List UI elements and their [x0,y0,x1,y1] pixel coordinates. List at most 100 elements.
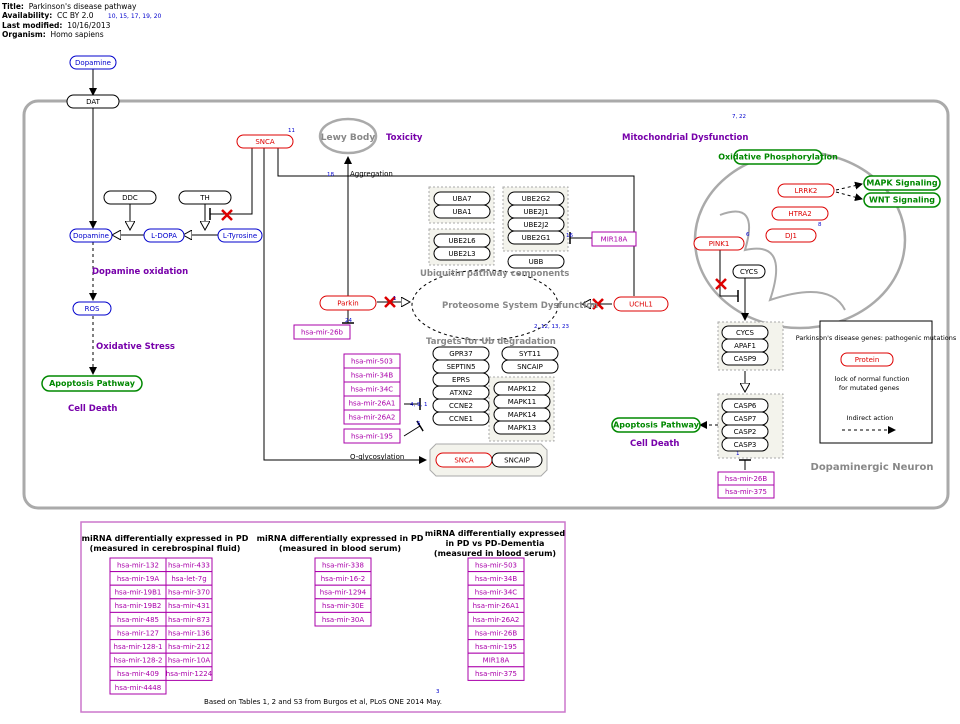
mir18a-node[interactable]: MIR18A [591,231,637,247]
dat-node-shape[interactable] [66,94,120,109]
pink1-node[interactable]: PINK1 [693,236,745,251]
mir-casp-node[interactable]: hsa-mir-26B [717,471,775,486]
target-right-top-node[interactable]: SYT11 [501,346,559,361]
mirna-dementia-node[interactable]: hsa-mir-503 [467,557,525,573]
mirna-dementia-node[interactable]: hsa-mir-26B [467,625,525,641]
ub-group3-node[interactable]: UBE2L6 [433,233,491,248]
mir-195-node[interactable]: hsa-mir-195 [343,428,401,444]
mirna-box-ref[interactable]: 3 [436,689,440,695]
ref-8[interactable]: 8 [818,222,822,228]
uchl1-node[interactable]: UCHL1 [613,296,669,312]
mirna-target-node[interactable]: hsa-mir-34B [343,367,401,383]
dopamine-inside-node[interactable]: Dopamine [69,228,113,243]
ros-node-shape[interactable] [72,301,112,316]
target-left-node[interactable]: EPRS [432,372,490,387]
target-left-node[interactable]: CCNE2 [432,398,490,413]
ltyrosine-node-shape[interactable] [217,228,263,243]
target-right-top-node[interactable]: SNCAIP [501,359,559,374]
mir-26b-parkin-node[interactable]: hsa-mir-26b [293,324,351,340]
ub-group2-node[interactable]: UBE2G2 [507,191,565,206]
sncaip-complex-node[interactable]: SNCAIP [491,452,543,468]
mirna-csf-node[interactable]: hsa-mir-212 [165,639,213,654]
ub-group2-node-shape[interactable] [507,230,565,245]
mir-casp-node-shape[interactable] [717,484,775,499]
oxphos-pathway-node[interactable]: Oxidative Phosphorylation [718,149,838,165]
mirna-csf-node[interactable]: hsa-mir-19A [109,571,167,586]
apoptosis-left-pathway-node[interactable]: Apoptosis Pathway [41,375,143,392]
th-node-shape[interactable] [178,190,232,205]
mir-195-node-shape[interactable] [343,428,401,444]
apaf-group-node[interactable]: CYCS [721,325,769,340]
casp-group-node[interactable]: CASP6 [721,398,769,413]
lrrk2-node[interactable]: LRRK2 [777,183,835,198]
ref-18[interactable]: 18 [327,172,334,178]
ub-group1-node[interactable]: UBA1 [433,204,491,219]
mirna-target-node-shape[interactable] [343,409,401,425]
ub-group2-node[interactable]: UBE2J1 [507,204,565,219]
dat-node[interactable]: DAT [66,94,120,109]
mirna-csf-node[interactable]: hsa-mir-128-1 [109,639,167,654]
pink1-node-shape[interactable] [693,236,745,251]
mirna-csf-node[interactable]: hsa-mir-19B2 [109,598,167,613]
snca-node[interactable]: SNCA [236,134,294,149]
target-mapk-node[interactable]: MAPK11 [493,394,551,409]
dopamine-inside-node-shape[interactable] [69,228,113,243]
casp-group-node[interactable]: CASP3 [721,437,769,452]
mirna-dementia-node-shape[interactable] [467,666,525,681]
mirna-target-node[interactable]: hsa-mir-26A2 [343,409,401,425]
target-left-node[interactable]: CCNE1 [432,411,490,426]
mirna-serum-node[interactable]: hsa-mir-30E [314,598,372,613]
ref-5[interactable]: 5 [417,421,421,427]
ltyrosine-node[interactable]: L-Tyrosine [217,228,263,243]
ref-4[interactable]: 4, 9, 1 [410,402,428,408]
mirna-target-node[interactable]: hsa-mir-34C [343,381,401,397]
target-left-node[interactable]: SEPTIN5 [432,359,490,374]
ldopa-node-shape[interactable] [143,228,185,243]
mirna-serum-node[interactable]: hsa-mir-1294 [314,584,372,600]
mirna-csf-node[interactable]: hsa-mir-10A [165,652,213,668]
apoptosis-left-pathway-node-shape[interactable] [41,375,143,392]
ub-group2-node[interactable]: UBE2G1 [507,230,565,245]
mirna-csf-node[interactable]: hsa-mir-1224 [165,666,213,681]
parkin-node[interactable]: Parkin [319,295,377,311]
ub-group1-node-shape[interactable] [433,204,491,219]
mirna-csf-node[interactable]: hsa-let-7g [165,571,213,586]
target-left-node[interactable]: ATXN2 [432,385,490,400]
ref-24[interactable]: 24 [345,318,352,324]
ub-group1-node[interactable]: UBA7 [433,191,491,206]
ddc-node[interactable]: DDC [103,190,157,205]
target-left-node[interactable]: GPR37 [432,346,490,361]
mirna-csf-node[interactable]: hsa-mir-19B1 [109,584,167,600]
mirna-csf-node[interactable]: hsa-mir-128-2 [109,652,167,668]
dj1-node-shape[interactable] [765,228,817,243]
apoptosis-right-pathway-node[interactable]: Apoptosis Pathway [611,417,701,433]
ref-16[interactable]: 16 [566,233,573,239]
mirna-csf-node[interactable]: hsa-mir-132 [109,557,167,573]
mirna-csf-node[interactable]: hsa-mir-873 [165,611,213,627]
mirna-csf-node[interactable]: hsa-mir-431 [165,598,213,613]
ref-1[interactable]: 1 [393,296,397,302]
wnt-pathway-node[interactable]: WNT Signaling [863,192,941,208]
ub-group3-node[interactable]: UBE2L3 [433,246,491,261]
ubb-node-shape[interactable] [507,254,565,269]
casp-group-node[interactable]: CASP7 [721,411,769,426]
mirna-csf-node-shape[interactable] [109,679,167,695]
target-right-top-node-shape[interactable] [501,359,559,374]
mirna-dementia-node[interactable]: hsa-mir-26A2 [467,611,525,627]
mapk-pathway-node-shape[interactable] [863,175,941,191]
htra2-node-shape[interactable] [771,206,829,221]
availability-refs[interactable]: 10, 15, 17, 19, 20 [107,13,162,20]
apaf-group-node[interactable]: CASP9 [721,351,769,366]
mirna-csf-node[interactable]: hsa-mir-127 [109,625,167,641]
htra2-node[interactable]: HTRA2 [771,206,829,221]
ref-2[interactable]: 2, 12, 13, 23 [534,324,569,330]
ros-node[interactable]: ROS [72,301,112,316]
mir-26b-parkin-node-shape[interactable] [293,324,351,340]
ref-6[interactable]: 6 [746,232,750,238]
snca-glyco-node[interactable]: SNCA [435,452,493,468]
apaf-group-node-shape[interactable] [721,351,769,366]
mirna-dementia-node[interactable]: hsa-mir-375 [467,666,525,681]
target-mapk-node-shape[interactable] [493,420,551,435]
ldopa-node[interactable]: L-DOPA [143,228,185,243]
cycs-mito-node[interactable]: CYCS [732,264,766,279]
